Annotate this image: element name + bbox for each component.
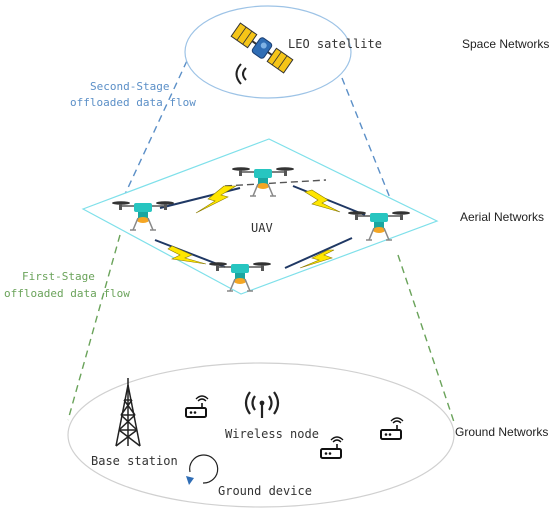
second-stage-link-left [119,49,193,206]
second-stage-flow-label-line1: Second-Stage [90,80,169,93]
lightning-icon-lower-left [167,245,207,265]
ground-device-icon [186,454,219,485]
uav-link-upper-right [292,185,366,216]
first-stage-flow-label-line1: First-Stage [22,270,95,283]
base-station-label: Base station [91,454,178,468]
ground-networks-label: Ground Networks [455,425,548,439]
base-station-icon [115,378,141,447]
first-stage-link-right [397,254,456,426]
second-stage-flow-label-line2: offloaded data flow [70,96,196,109]
lightning-icon-lower-right [299,249,335,269]
wireless-node-icon [244,391,280,418]
first-stage-flow-label-line2: offloaded data flow [4,287,130,300]
uav-link-top [224,179,327,187]
second-stage-link-right [341,77,399,219]
satellite-icon [230,22,294,74]
space-networks-label: Space Networks [462,37,549,51]
aerial-networks-label: Aerial Networks [460,210,544,224]
wireless-node-label: Wireless node [225,427,319,441]
lightning-icon-upper-left [195,185,238,214]
aerial-plane [81,138,439,295]
lightning-icon-upper-right [304,189,341,213]
uav-link-lower-right [284,237,353,269]
satellite-signal-icon [235,63,247,85]
first-stage-link-left [67,234,121,421]
uav-label: UAV [251,221,273,235]
ground-device-label: Ground device [218,484,312,498]
satellite-label: LEO satellite [288,37,382,51]
ground-region [67,362,455,508]
